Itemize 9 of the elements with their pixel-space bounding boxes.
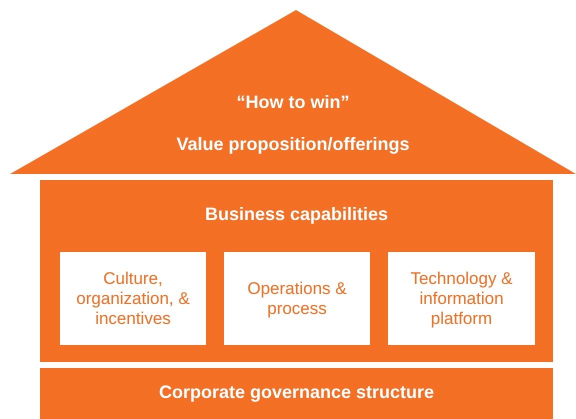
foundation-bar bbox=[40, 368, 553, 419]
capability-box: Technology & information platform bbox=[388, 252, 535, 345]
roof-heading: “How to win” bbox=[236, 92, 350, 113]
capability-box: Culture, organization, & incentives bbox=[60, 252, 206, 345]
capability-box: Operations & process bbox=[224, 252, 370, 345]
roof-heading: Value proposition/offerings bbox=[175, 134, 410, 155]
panel-heading: Business capabilities bbox=[204, 204, 390, 225]
panel-heading: Corporate governance structure bbox=[158, 382, 436, 403]
capabilities-panel bbox=[40, 180, 553, 362]
